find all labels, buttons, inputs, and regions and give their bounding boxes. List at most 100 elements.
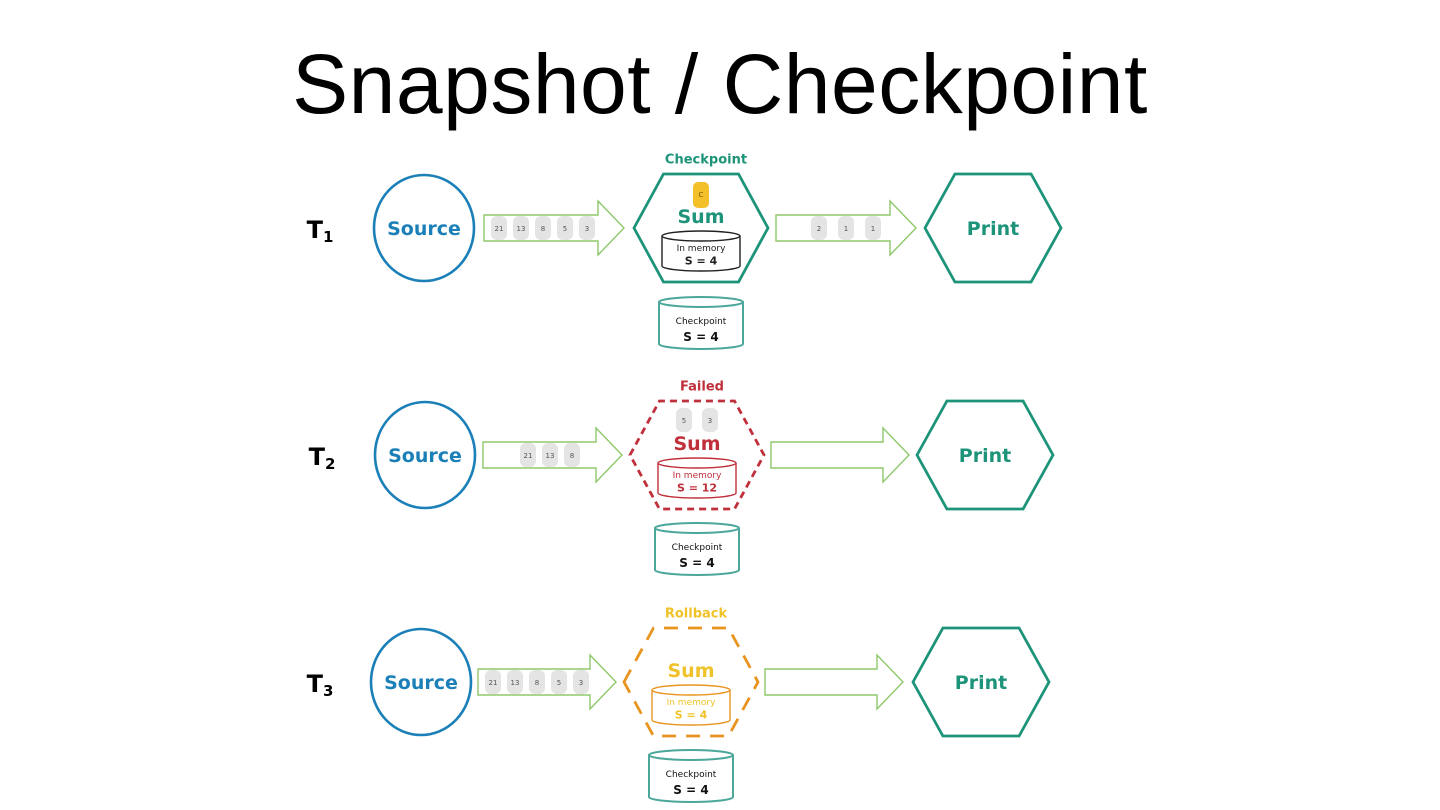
event-token-label: 8 [541,225,545,233]
event-token [535,216,551,240]
print-sink-node [915,399,1055,511]
event-token [865,216,881,240]
checkpoint-store [648,749,734,803]
cylinder-body [654,528,740,576]
event-token-label: 1 [844,225,848,233]
checkpoint-store [654,522,740,576]
event-token-label: 13 [517,225,526,233]
cylinder-top [658,296,744,308]
cylinder-body [651,690,731,726]
output-stream-arrow [770,426,910,484]
source-label: Source [384,672,458,694]
cylinder-top [657,457,737,469]
event-token [676,408,692,432]
event-token-label: 3 [585,225,589,233]
cylinder-top [661,230,741,242]
source-label: Source [388,445,462,467]
event-token [557,216,573,240]
operator-status-label: Checkpoint [665,153,747,168]
time-label: T1 [307,216,334,246]
in-memory-value: S = 4 [685,255,718,268]
input-stream-arrow [477,653,617,711]
operator-status-label: Failed [680,380,724,395]
event-token-label: 13 [546,452,555,460]
in-memory-state-store [661,230,741,272]
event-token [564,443,580,467]
event-token-label: 8 [570,452,574,460]
checkpoint-store-label: Checkpoint [666,770,717,780]
cylinder-body [648,755,734,803]
time-label-subscript: 3 [323,682,333,700]
event-token-label: 13 [511,679,520,687]
checkpoint-store-label: Checkpoint [672,543,723,553]
event-token-label: 21 [489,679,498,687]
sink-label: Print [967,218,1019,240]
checkpoint-store-label: Checkpoint [676,317,727,327]
in-memory-value: S = 12 [677,482,717,495]
event-token [520,443,536,467]
source-node [373,400,477,510]
operator-label: Sum [677,206,724,228]
source-label: Source [387,218,461,240]
event-token-label: 5 [682,417,686,425]
event-token-label: 5 [557,679,561,687]
time-label-subscript: 2 [325,455,335,473]
event-token [542,443,558,467]
in-memory-state-store [651,684,731,726]
in-memory-state-store [657,457,737,499]
cylinder-body [661,236,741,272]
operator-status-label: Rollback [665,607,728,622]
in-memory-label: In memory [677,244,726,254]
source-node [372,173,476,283]
checkpoint-barrier-label: C [699,191,704,199]
event-token [579,216,595,240]
event-token [811,216,827,240]
event-token [529,670,545,694]
operator-label: Sum [667,660,714,682]
checkpoint-store-value: S = 4 [683,330,718,344]
event-token-label: 3 [708,417,712,425]
event-token [507,670,523,694]
time-label: T2 [309,443,336,473]
sink-label: Print [959,445,1011,467]
in-memory-label: In memory [667,698,716,708]
checkpoint-store [658,296,744,350]
event-token [491,216,507,240]
print-sink-node [911,626,1051,738]
event-token [838,216,854,240]
checkpoint-barrier [693,182,709,208]
cylinder-top [648,749,734,761]
event-token-label: 5 [563,225,567,233]
checkpoint-store-value: S = 4 [673,783,708,797]
event-token [485,670,501,694]
time-label: T3 [307,670,334,700]
event-token-label: 2 [817,225,821,233]
event-token-label: 8 [535,679,539,687]
print-sink-node [923,172,1063,284]
event-token [551,670,567,694]
cylinder-top [651,684,731,696]
event-token [573,670,589,694]
event-token-label: 21 [495,225,504,233]
event-token [513,216,529,240]
cylinder-body [658,302,744,350]
source-node [369,627,473,737]
in-memory-label: In memory [673,471,722,481]
in-memory-value: S = 4 [675,709,708,722]
output-stream-arrow [764,653,904,711]
event-token-label: 21 [524,452,533,460]
event-token-label: 1 [871,225,875,233]
page-title: Snapshot / Checkpoint [292,37,1148,131]
event-token [702,408,718,432]
checkpoint-store-value: S = 4 [679,556,714,570]
event-token-label: 3 [579,679,583,687]
input-stream-arrow [483,199,625,257]
cylinder-top [654,522,740,534]
time-label-subscript: 1 [323,228,333,246]
sink-label: Print [955,672,1007,694]
operator-label: Sum [673,433,720,455]
